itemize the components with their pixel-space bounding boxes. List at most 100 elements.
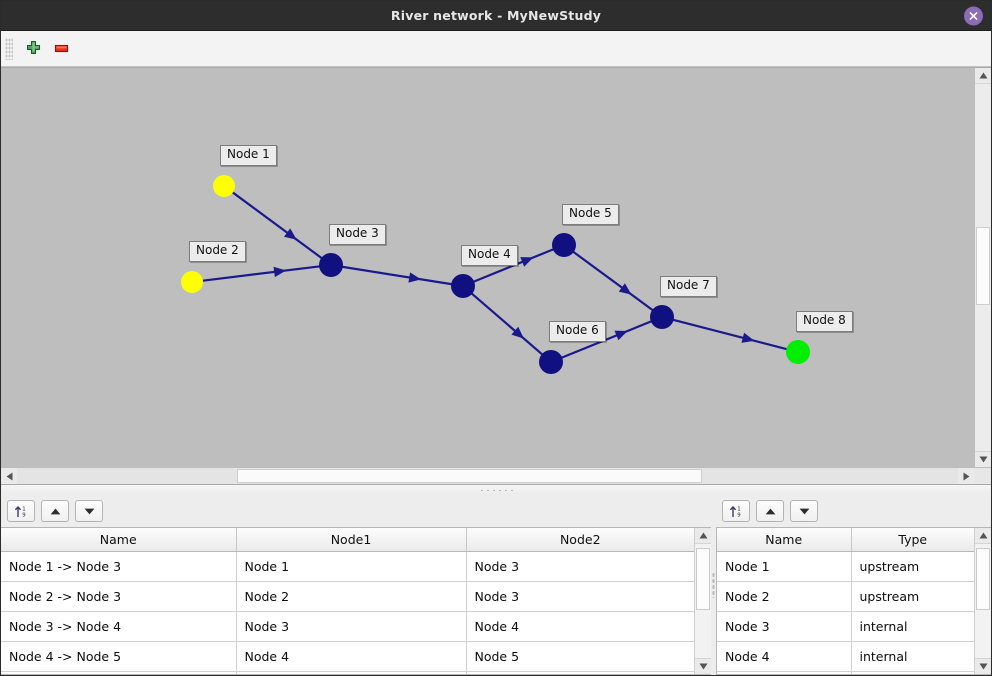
graph-node-node-6[interactable] — [539, 350, 563, 374]
table-cell[interactable]: Node 3 — [717, 611, 852, 642]
table-cell[interactable]: Node 4 — [717, 641, 852, 672]
branch-table-vertical-scrollbar[interactable] — [694, 528, 711, 674]
table-cell-empty[interactable] — [717, 671, 852, 674]
scroll-right-icon[interactable] — [958, 468, 974, 484]
graph-node-node-7[interactable] — [650, 305, 674, 329]
graph-horizontal-scrollbar[interactable] — [1, 467, 991, 484]
graph-hscroll-track[interactable] — [17, 468, 958, 484]
branch-table-scroll-track[interactable] — [695, 544, 711, 658]
table-cell-empty[interactable] — [236, 671, 467, 674]
scroll-down-icon[interactable] — [975, 658, 991, 674]
graph-vscroll-thumb[interactable] — [976, 227, 990, 305]
table-cell[interactable]: internal — [851, 611, 974, 642]
graph-edge[interactable] — [341, 265, 453, 286]
scroll-up-icon[interactable] — [975, 68, 991, 84]
node-label-node-1[interactable]: Node 1 — [220, 145, 277, 166]
node-table-scroll-thumb[interactable] — [976, 548, 990, 610]
node-label-node-8[interactable]: Node 8 — [796, 311, 853, 332]
table-cell[interactable]: Node 1 — [717, 551, 852, 582]
graph-edge[interactable] — [470, 292, 544, 356]
scroll-up-icon[interactable] — [695, 528, 711, 544]
graph-vscroll-track[interactable] — [975, 84, 991, 451]
table-cell-empty[interactable] — [1, 671, 237, 674]
graph-node-node-8[interactable] — [786, 340, 810, 364]
table-cell[interactable]: Node 3 — [466, 551, 694, 582]
table-cell[interactable]: Node 4 -> Node 5 — [1, 641, 237, 672]
table-cell[interactable]: Node 5 — [466, 641, 694, 672]
column-header-node1[interactable]: Node1 — [236, 528, 467, 552]
graph-hscroll-thumb[interactable] — [237, 469, 702, 483]
table-cell[interactable]: Node 1 -> Node 3 — [1, 551, 237, 582]
column-header-name[interactable]: Name — [1, 528, 237, 552]
table-cell[interactable]: Node 2 -> Node 3 — [1, 581, 237, 612]
node-table-vertical-scrollbar[interactable] — [974, 528, 991, 674]
horizontal-splitter[interactable] — [1, 484, 991, 495]
table-cell[interactable]: internal — [851, 641, 974, 672]
table-cell[interactable]: Node 3 -> Node 4 — [1, 611, 237, 642]
vertical-splitter[interactable] — [711, 495, 716, 675]
graph-edge[interactable] — [572, 250, 654, 312]
column-header-type[interactable]: Type — [851, 528, 974, 552]
table-row-empty[interactable] — [717, 671, 974, 674]
table-cell[interactable]: Node 4 — [466, 611, 694, 642]
sort-az-icon[interactable]: 1 9 — [7, 500, 35, 522]
graph-node-node-5[interactable] — [552, 233, 576, 257]
node-label-node-7[interactable]: Node 7 — [660, 276, 717, 297]
branch-table-scroll-thumb[interactable] — [696, 548, 710, 610]
graph-edge[interactable] — [201, 265, 321, 282]
node-label-node-4[interactable]: Node 4 — [461, 245, 518, 266]
node-label-node-5[interactable]: Node 5 — [562, 204, 619, 225]
graph-node-node-2[interactable] — [181, 271, 203, 293]
column-header-node2[interactable]: Node2 — [466, 528, 694, 552]
network-graph-canvas[interactable]: Node 1 Node 2 Node 3 Node 4 Node 5 Node 6 Node… — [1, 67, 974, 467]
add-plus-icon[interactable] — [19, 35, 47, 63]
table-cell-empty[interactable] — [851, 671, 974, 674]
table-cell[interactable]: upstream — [851, 581, 974, 612]
table-cell[interactable]: upstream — [851, 551, 974, 582]
node-label-node-3[interactable]: Node 3 — [329, 224, 386, 245]
graph-vertical-scrollbar[interactable] — [974, 67, 991, 467]
table-cell[interactable]: Node 3 — [236, 611, 467, 642]
graph-node-node-4[interactable] — [451, 274, 475, 298]
graph-node-node-3[interactable] — [319, 253, 343, 277]
scroll-down-icon[interactable] — [695, 658, 711, 674]
graph-edge[interactable] — [231, 191, 323, 260]
toolbar-grip[interactable] — [5, 37, 13, 60]
table-cell[interactable]: Node 2 — [236, 581, 467, 612]
table-row-empty[interactable] — [1, 671, 694, 674]
graph-node-node-1[interactable] — [213, 175, 235, 197]
scroll-up-icon[interactable] — [975, 528, 991, 544]
scroll-down-icon[interactable] — [975, 451, 991, 467]
table-cell[interactable]: Node 4 — [236, 641, 467, 672]
scroll-left-icon[interactable] — [1, 468, 17, 484]
delete-minus-icon[interactable] — [47, 35, 75, 63]
arrow-down-icon[interactable] — [790, 500, 818, 522]
node-label-node-2[interactable]: Node 2 — [189, 241, 246, 262]
table-cell[interactable]: Node 3 — [466, 581, 694, 612]
node-label-node-6[interactable]: Node 6 — [549, 321, 606, 342]
column-header-name[interactable]: Name — [717, 528, 852, 552]
arrow-up-icon[interactable] — [756, 500, 784, 522]
arrow-down-icon[interactable] — [75, 500, 103, 522]
arrow-up-icon[interactable] — [41, 500, 69, 522]
graph-edge[interactable] — [560, 320, 653, 359]
node-table-scroll-track[interactable] — [975, 544, 991, 658]
graph-edge[interactable] — [672, 318, 788, 351]
table-cell[interactable]: Node 1 — [236, 551, 467, 582]
table-cell[interactable]: Node 2 — [717, 581, 852, 612]
table-cell-empty[interactable] — [466, 671, 694, 674]
close-icon[interactable] — [964, 6, 983, 25]
sort-az-icon[interactable]: 1 9 — [722, 500, 750, 522]
